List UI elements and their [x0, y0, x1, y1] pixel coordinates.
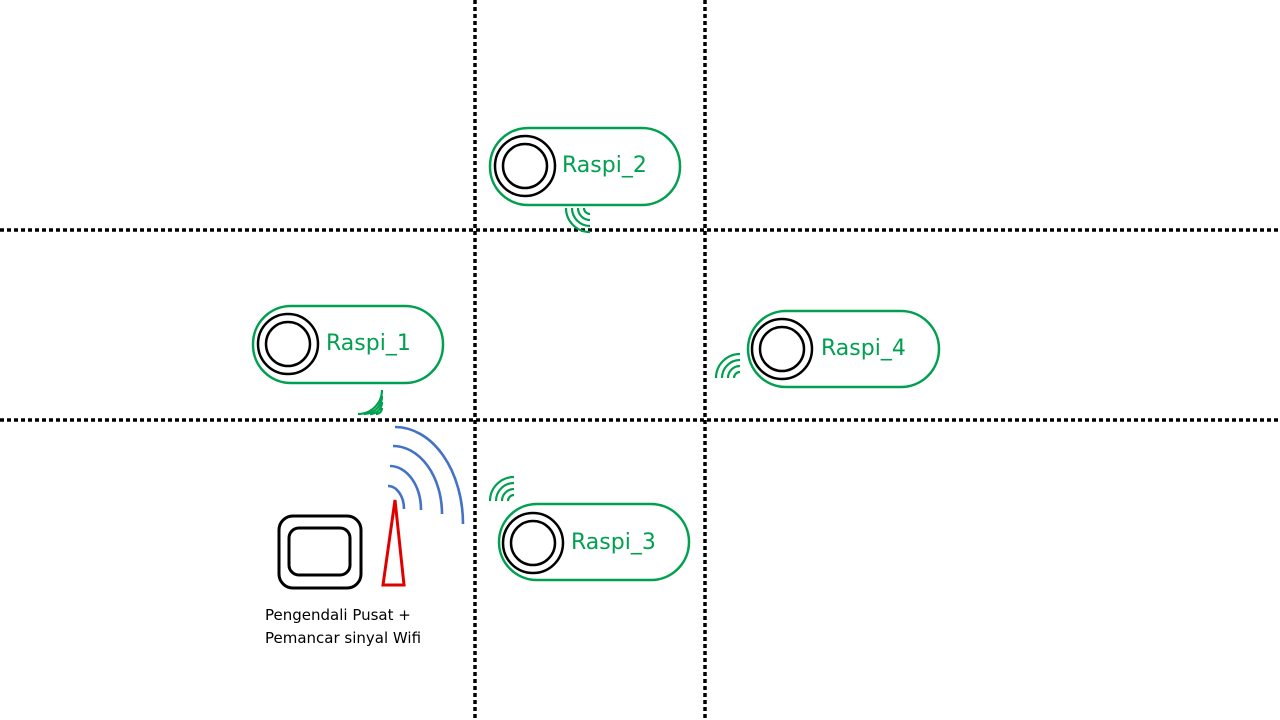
wifi-icon-raspi-3 [488, 475, 515, 502]
raspi-node-4: Raspi_4 [746, 309, 941, 389]
raspi-node-1: Raspi_1 [251, 304, 445, 385]
raspi-4-inner-ring [758, 325, 806, 373]
raspi-node-3: Raspi_3 [497, 502, 691, 582]
raspi-4-outer-ring [750, 317, 814, 381]
raspi-2-label: Raspi_2 [562, 153, 647, 178]
wifi-icon-raspi-1 [357, 389, 384, 416]
controller-label-line1: Pengendali Pusat + [265, 606, 411, 624]
controller-label-line2: Pemancar sinyal Wifi [265, 629, 421, 647]
raspi-1-label: Raspi_1 [326, 331, 411, 356]
controller-inner-box [287, 526, 352, 577]
controller-device [277, 514, 363, 590]
raspi-3-outer-ring [501, 511, 565, 575]
raspi-3-inner-ring [509, 519, 557, 567]
raspi-1-outer-ring [256, 312, 320, 376]
raspi-node-2: Raspi_2 [488, 126, 682, 207]
controller-outer-box [277, 514, 363, 590]
wifi-icon-raspi-2 [564, 207, 591, 234]
raspi-3-label: Raspi_3 [571, 530, 656, 555]
wifi-icon-raspi-4 [714, 352, 741, 379]
raspi-2-outer-ring [493, 134, 557, 198]
raspi-4-label: Raspi_4 [821, 336, 906, 361]
raspi-1-inner-ring [264, 320, 312, 368]
raspi-4-body [746, 309, 941, 389]
raspi-2-inner-ring [501, 142, 549, 190]
wifi-signal-icon [387, 425, 465, 525]
antenna-icon [381, 499, 406, 587]
